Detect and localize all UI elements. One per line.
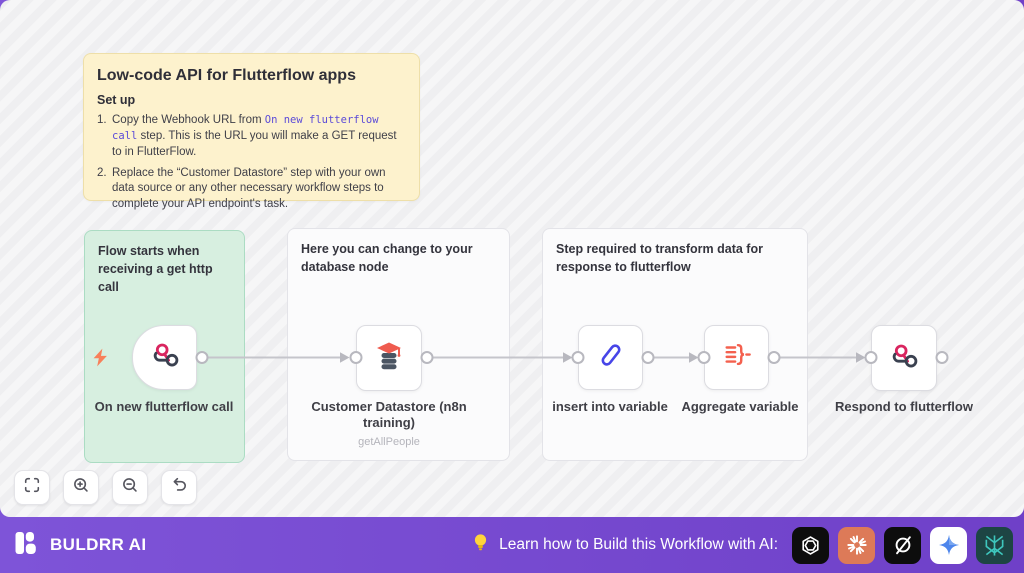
setup-step-2: 2. Replace the “Customer Datastore” step… — [97, 166, 406, 214]
pen-icon — [596, 340, 626, 375]
perplexity-icon[interactable] — [976, 526, 1013, 564]
node-aggregate[interactable] — [704, 325, 769, 390]
trigger-note-text: Flow starts when receiving a get http ca… — [98, 244, 213, 295]
footer-cta: Learn how to Build this Workflow with AI… — [472, 526, 1013, 564]
node-respond-webhook[interactable] — [871, 325, 937, 391]
buldrr-logo-icon — [13, 529, 41, 562]
datastore-label-text: Customer Datastore (n8n training) — [311, 399, 467, 431]
openai-icon[interactable] — [792, 526, 829, 564]
setup-heading: Set up — [97, 93, 136, 107]
claude-icon[interactable] — [838, 526, 875, 564]
node-label-trigger: On new flutterflow call — [94, 399, 234, 414]
zoom-out-button[interactable] — [112, 470, 148, 505]
step2-text: Replace the “Customer Datastore” step wi… — [112, 166, 386, 211]
node-insert-variable[interactable] — [578, 325, 643, 390]
setup-title: Low-code API for Flutterflow apps — [97, 67, 356, 84]
step1-number: 1. — [97, 114, 107, 126]
step2-number: 2. — [97, 166, 107, 179]
grok-icon[interactable] — [884, 526, 921, 564]
node-label-datastore: Customer Datastore (n8n training) getAll… — [309, 399, 469, 449]
sticky-note-setup[interactable]: Low-code API for Flutterflow apps Set up… — [83, 53, 420, 210]
aggregate-icon — [722, 340, 752, 375]
fit-view-icon — [23, 476, 41, 499]
step1-pre: Copy the Webhook URL from — [112, 114, 265, 126]
brand-name: BULDRR AI — [50, 535, 147, 554]
webhook-icon — [150, 340, 180, 375]
transform-note-text: Step required to transform data for resp… — [556, 242, 763, 275]
gemini-icon[interactable] — [930, 526, 967, 564]
node-webhook-trigger[interactable] — [132, 325, 197, 390]
node-customer-datastore[interactable] — [356, 325, 422, 391]
datastore-sublabel: getAllPeople — [358, 435, 420, 448]
setup-step-1: 1. Copy the Webhook URL from On new flut… — [97, 113, 406, 161]
workflow-canvas[interactable]: Low-code API for Flutterflow apps Set up… — [0, 0, 1024, 517]
zoom-in-icon — [72, 476, 90, 499]
ai-icons-row — [792, 526, 1013, 564]
undo-icon — [170, 476, 188, 499]
node-label-insert: insert into variable — [552, 399, 668, 414]
zoom-out-icon — [121, 476, 139, 499]
zoom-in-button[interactable] — [63, 470, 99, 505]
canvas-toolbar — [14, 470, 197, 505]
node-label-aggregate: Aggregate variable — [681, 399, 799, 414]
sticky-note-trigger[interactable]: Flow starts when receiving a get http ca… — [84, 230, 245, 463]
respond-output-endpoint — [935, 351, 949, 364]
lightbulb-icon — [472, 533, 489, 557]
webhook-icon — [889, 341, 919, 376]
undo-button[interactable] — [161, 470, 197, 505]
footer-bar: BULDRR AI Learn how to Build this Workfl… — [0, 517, 1024, 573]
lightning-bolt-icon — [92, 348, 109, 372]
footer-message: Learn how to Build this Workflow with AI… — [499, 536, 778, 553]
sticky-note-database[interactable]: Here you can change to your database nod… — [287, 228, 510, 461]
database-note-text: Here you can change to your database nod… — [301, 242, 473, 275]
step1-post: step. This is the URL you will make a GE… — [112, 129, 397, 158]
step1-text: Copy the Webhook URL from On new flutter… — [112, 113, 406, 161]
node-label-respond: Respond to flutterflow — [835, 399, 973, 414]
datastore-icon — [373, 340, 405, 377]
brand-logo[interactable]: BULDRR AI — [13, 529, 146, 562]
inline-code-node-name: On new flutterflow call — [112, 114, 379, 142]
fit-view-button[interactable] — [14, 470, 50, 505]
